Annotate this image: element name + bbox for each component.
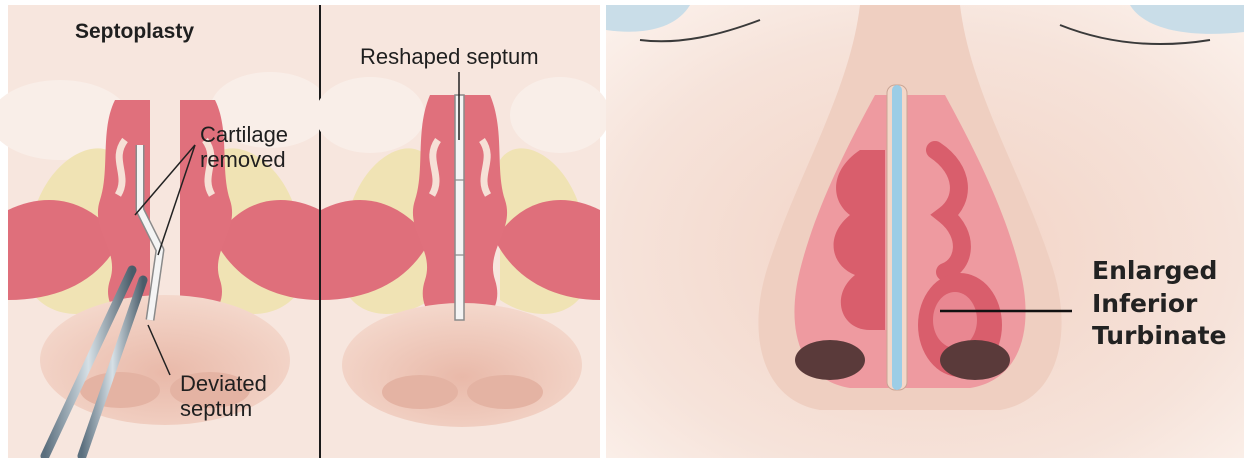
cartilage-removed-line-2: removed xyxy=(200,147,288,172)
turbinate-line-1: Enlarged xyxy=(1092,255,1226,288)
reshaped-septum-label: Reshaped septum xyxy=(360,44,539,69)
cartilage-removed-label: Cartilage removed xyxy=(200,122,288,173)
turbinate-line-3: Turbinate xyxy=(1092,320,1226,353)
left-panel-illustration xyxy=(0,5,330,458)
deviated-septum-line-2: septum xyxy=(180,396,267,421)
septoplasty-title: Septoplasty xyxy=(75,20,194,44)
right-panel-illustration xyxy=(606,5,1244,458)
deviated-septum-line-1: Deviated xyxy=(180,371,267,396)
middle-panel-illustration xyxy=(315,5,610,458)
cartilage-removed-line-1: Cartilage xyxy=(200,122,288,147)
enlarged-inferior-turbinate-label: Enlarged Inferior Turbinate xyxy=(1092,255,1226,353)
turbinate-line-2: Inferior xyxy=(1092,288,1226,321)
deviated-septum-label: Deviated septum xyxy=(180,371,267,422)
